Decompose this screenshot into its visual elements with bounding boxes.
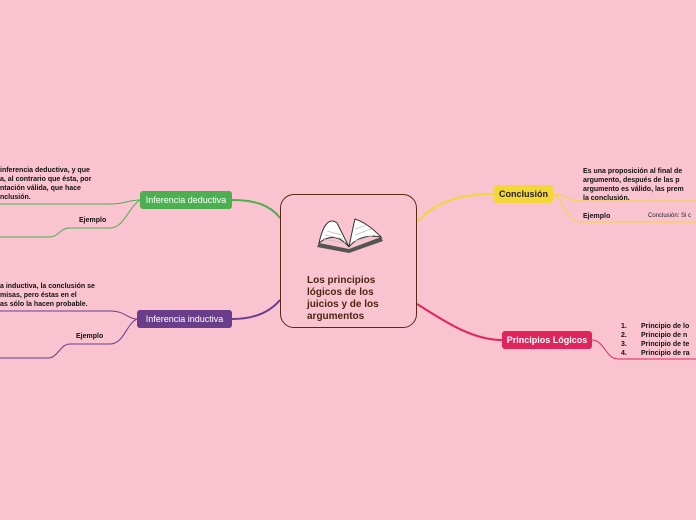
list-item: 2.Principio de n: [621, 332, 690, 341]
node-principios-logicos[interactable]: Principios Lógicos: [502, 331, 592, 349]
link-inductiva-example: [0, 319, 137, 358]
central-topic[interactable]: Los principios lógicos de los juicios y …: [280, 194, 417, 328]
node-label: Principios Lógicos: [507, 335, 588, 345]
link-deductiva-example: [0, 200, 140, 237]
node-inferencia-inductiva[interactable]: Inferencia inductiva: [137, 310, 232, 328]
deductiva-example-label: Ejemplo: [79, 217, 106, 224]
node-label: Conclusión: [499, 189, 548, 199]
link-inductiva: [232, 300, 280, 319]
inductiva-description: a inductiva, la conclusión se misas, per…: [0, 282, 95, 309]
central-title: Los principios lógicos de los juicios y …: [307, 275, 407, 323]
link-deductiva: [232, 200, 280, 218]
list-item: 3.Principio de te: [621, 341, 690, 350]
node-inferencia-deductiva[interactable]: Inferencia deductiva: [140, 191, 232, 209]
principios-list: 1.Principio de lo 2.Principio de n 3.Pri…: [621, 323, 690, 359]
conclusion-example-label: Ejemplo: [583, 213, 610, 220]
link-inductiva-text: [0, 311, 137, 319]
conclusion-example-text: Conclusión: Si c: [648, 213, 691, 219]
deductiva-description: inferencia deductiva, y que a, al contra…: [0, 166, 91, 202]
conclusion-description: Es una proposición al final de argumento…: [583, 167, 684, 203]
list-item: 4.Principio de ra: [621, 350, 690, 359]
link-principios: [417, 304, 502, 340]
node-conclusion[interactable]: Conclusión: [494, 185, 553, 203]
node-label: Inferencia inductiva: [146, 314, 224, 324]
list-item: 1.Principio de lo: [621, 323, 690, 332]
link-conclusion: [417, 194, 494, 222]
node-label: Inferencia deductiva: [146, 195, 227, 205]
open-book-icon: [311, 213, 387, 259]
inductiva-example-label: Ejemplo: [76, 333, 103, 340]
